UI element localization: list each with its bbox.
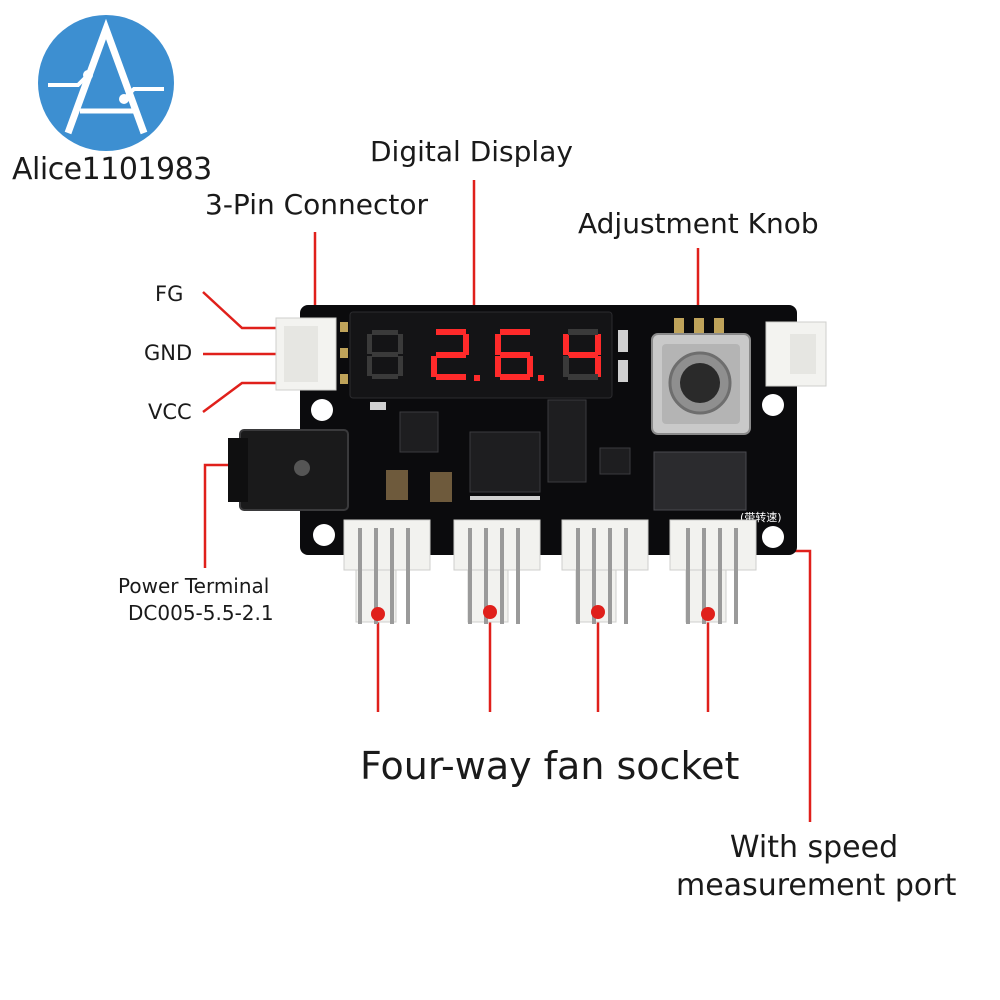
label-gnd: GND: [144, 341, 193, 365]
display-digits: [431, 329, 601, 381]
label-power-terminal: Power Terminal DC005-5.5-2.1: [118, 573, 274, 627]
adjustment-knob: [651, 318, 751, 435]
power-terminal: [228, 429, 349, 511]
fan-socket-2: [453, 519, 541, 624]
aux-connector: [765, 321, 827, 387]
pcb-components: [370, 330, 747, 511]
label-fg: FG: [155, 282, 184, 306]
digital-display-module: [349, 311, 613, 399]
label-four-way-fan-socket: Four-way fan socket: [360, 744, 740, 788]
fan-socket-4: [669, 519, 757, 624]
fan-sockets: [343, 519, 757, 624]
label-adjustment-knob: Adjustment Knob: [578, 207, 819, 240]
a-letter-circuit-logo-icon: [48, 18, 164, 135]
label-digital-display: Digital Display: [370, 135, 573, 168]
label-three-pin-connector: 3-Pin Connector: [205, 188, 429, 221]
fan-socket-1: [343, 519, 431, 624]
brand-logo: [38, 15, 174, 151]
speed-port-line-1: With speed: [729, 830, 899, 865]
power-terminal-line-2: DC005-5.5-2.1: [128, 601, 274, 625]
brand-name: Alice1101983: [12, 152, 212, 187]
label-speed-measurement-port: With speed measurement port: [676, 829, 957, 905]
speed-port-line-2: measurement port: [676, 868, 957, 903]
fan-socket-3: [561, 519, 649, 624]
three-pin-connector: [275, 317, 348, 391]
power-terminal-line-1: Power Terminal: [118, 574, 270, 598]
pcb-board: (带转速) G: [228, 305, 827, 624]
label-vcc: VCC: [148, 400, 192, 424]
